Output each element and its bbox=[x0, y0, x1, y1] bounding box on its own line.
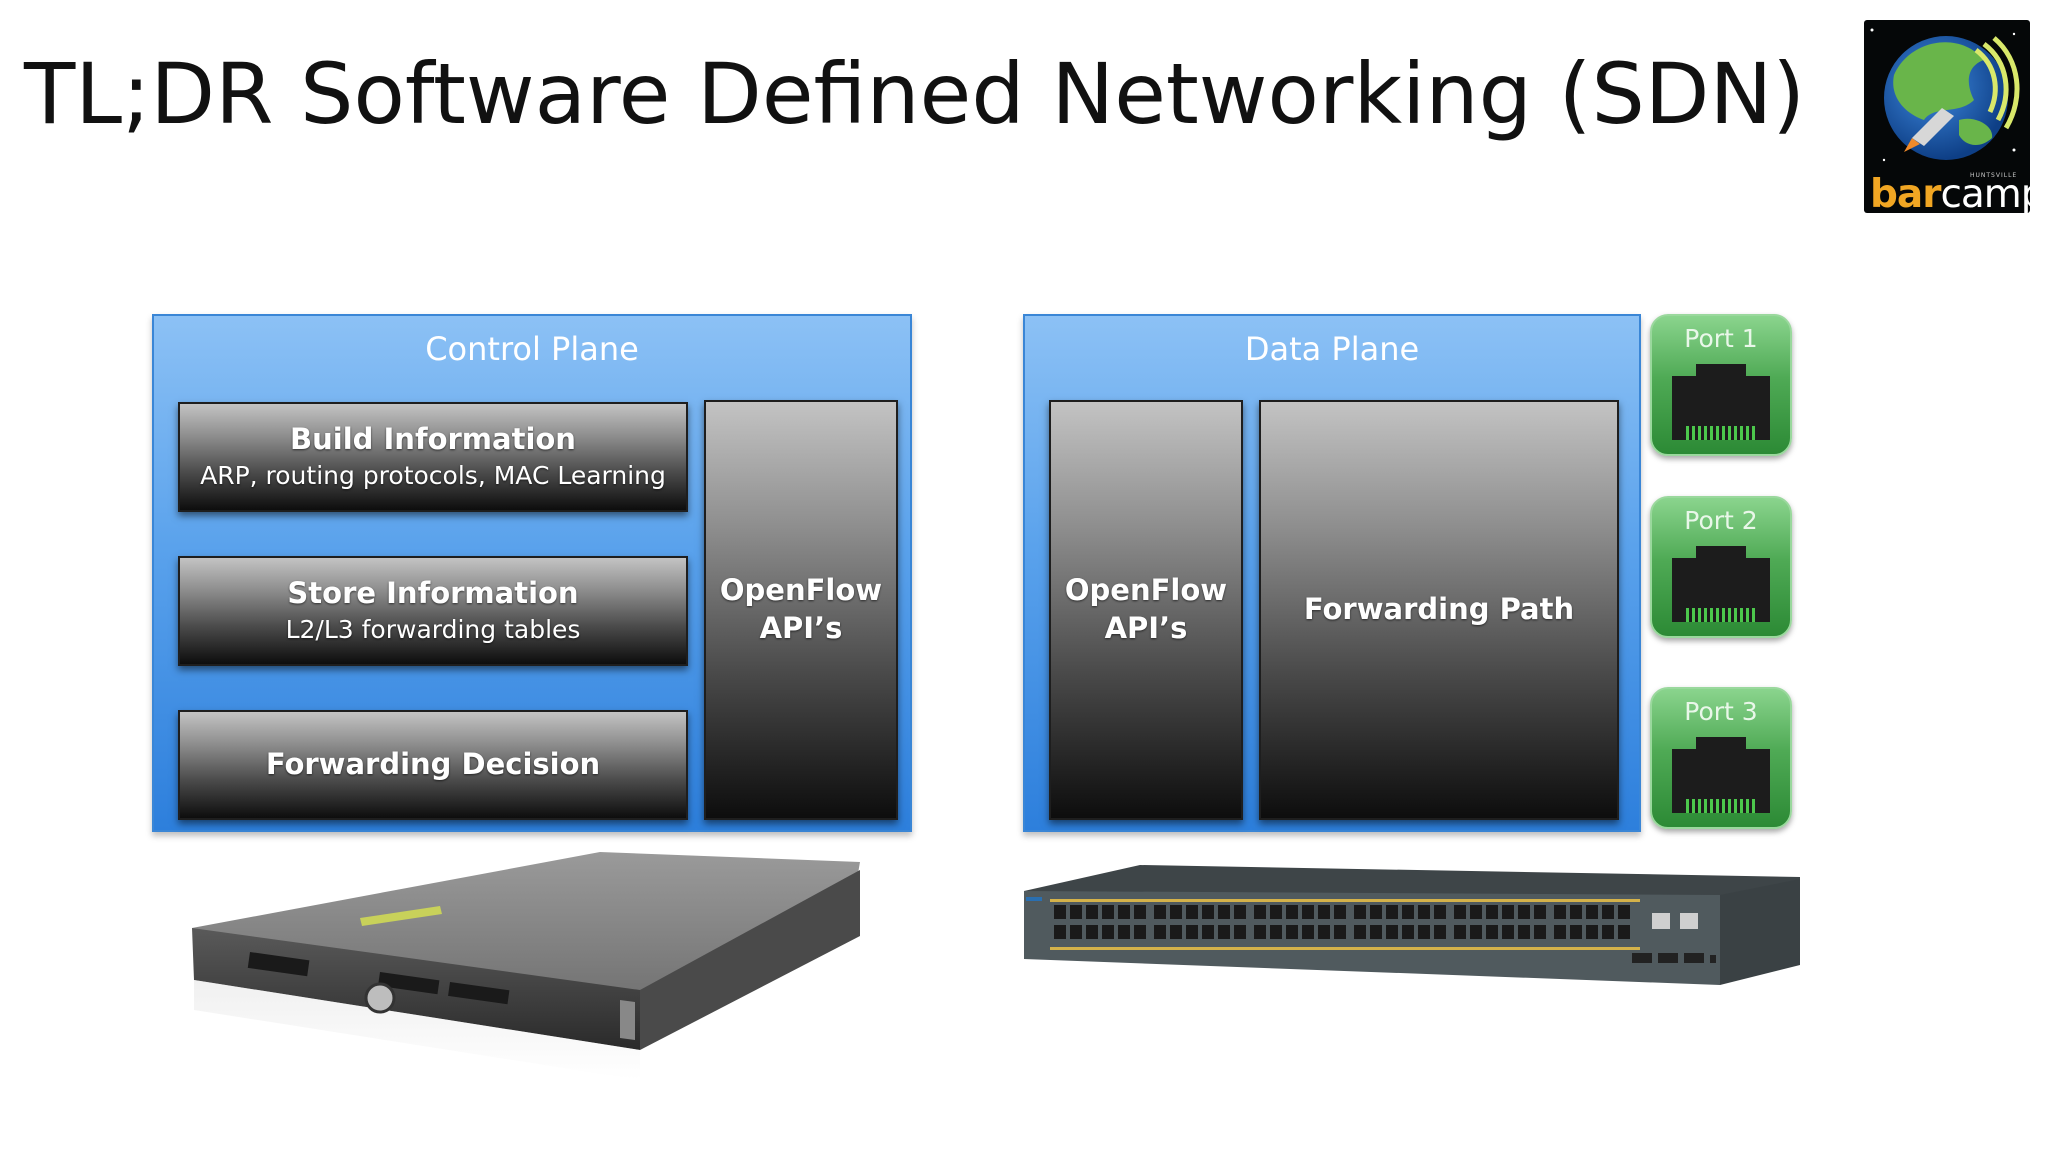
server-image bbox=[180, 840, 900, 1080]
logo-word-bar: bar bbox=[1870, 172, 1941, 213]
port-3: Port 3 bbox=[1650, 687, 1792, 829]
logo-subtext: HUNTSVILLE bbox=[1970, 172, 2018, 179]
globe-icon bbox=[1870, 28, 2020, 162]
control-plane: Control Plane Build Information ARP, rou… bbox=[152, 314, 912, 832]
data-plane-title: Data Plane bbox=[1244, 330, 1420, 368]
data-plane: Data Plane OpenFlow API’s Forwarding Pat… bbox=[1023, 314, 1641, 832]
data-openflow-api-line2: API’s bbox=[1104, 611, 1188, 645]
store-information-block: Store Information L2/L3 forwarding table… bbox=[178, 556, 688, 666]
forwarding-decision-label: Forwarding Decision bbox=[265, 747, 601, 782]
page-title: TL;DR Software Defined Networking (SDN) bbox=[24, 45, 1806, 143]
control-openflow-api-block: OpenFlow API’s bbox=[704, 400, 898, 820]
control-openflow-api-line2: API’s bbox=[759, 611, 843, 645]
control-plane-title: Control Plane bbox=[425, 330, 639, 368]
port-3-label: Port 3 bbox=[1684, 697, 1758, 726]
data-openflow-api-block: OpenFlow API’s bbox=[1049, 400, 1243, 820]
store-information-label: Store Information bbox=[287, 576, 579, 611]
logo-word-camp: camp bbox=[1940, 172, 2030, 213]
server-icon bbox=[192, 852, 860, 1080]
ethernet-port-icon bbox=[1672, 546, 1770, 622]
build-information-block: Build Information ARP, routing protocols… bbox=[178, 402, 688, 512]
data-openflow-api-line1: OpenFlow bbox=[1064, 573, 1228, 608]
build-information-label: Build Information bbox=[290, 422, 576, 457]
network-switch-icon bbox=[1024, 865, 1800, 985]
logo-wordmark: barcamp bbox=[1870, 175, 2030, 213]
ethernet-port-icon bbox=[1672, 737, 1770, 813]
forwarding-path-label: Forwarding Path bbox=[1303, 592, 1575, 627]
switch-image bbox=[1020, 855, 1800, 1005]
store-information-detail: L2/L3 forwarding tables bbox=[285, 614, 581, 644]
build-information-detail: ARP, routing protocols, MAC Learning bbox=[200, 460, 666, 490]
port-1-label: Port 1 bbox=[1684, 324, 1758, 353]
forwarding-path-block: Forwarding Path bbox=[1259, 400, 1619, 820]
port-1: Port 1 bbox=[1650, 314, 1792, 456]
port-2-label: Port 2 bbox=[1684, 506, 1758, 535]
ethernet-port-icon bbox=[1672, 364, 1770, 440]
barcamp-logo: HUNTSVILLE barcamp bbox=[1864, 20, 2030, 213]
control-openflow-api-line1: OpenFlow bbox=[719, 573, 883, 608]
forwarding-decision-block: Forwarding Decision bbox=[178, 710, 688, 820]
port-2: Port 2 bbox=[1650, 496, 1792, 638]
